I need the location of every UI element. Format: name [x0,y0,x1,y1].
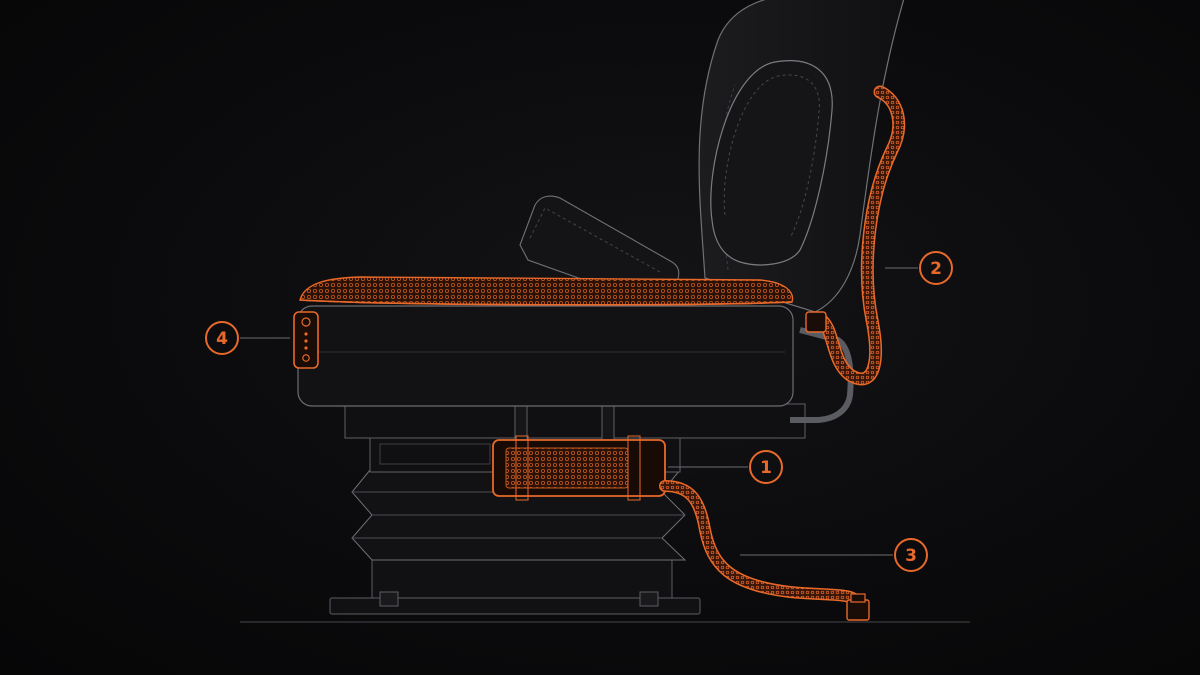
callout-marker-4: 4 [205,321,239,355]
floor-hose [659,480,870,621]
callout-label-4: 4 [216,329,228,349]
seat-base [329,559,701,615]
heater-unit [492,435,666,501]
control-panel [293,311,319,369]
callout-label-3: 3 [905,546,917,566]
callout-marker-1: 1 [749,450,783,484]
leader-lines [240,267,918,556]
seat-cushion [297,276,794,407]
callout-marker-3: 3 [894,538,928,572]
backrest [698,0,905,313]
callout-label-2: 2 [930,259,942,279]
backrest-hose [805,85,906,386]
callout-marker-2: 2 [919,251,953,285]
callout-label-1: 1 [760,458,772,478]
side-rail [790,327,854,423]
